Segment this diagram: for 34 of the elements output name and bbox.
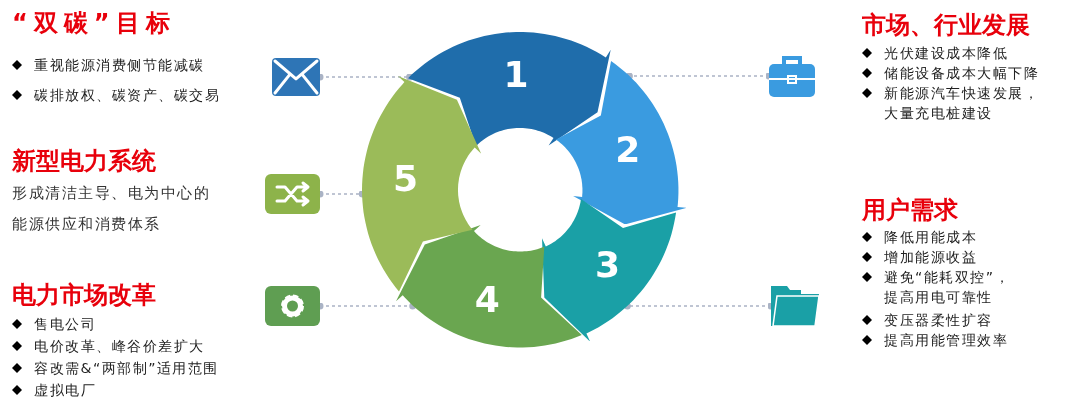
bullet-text: 碳排放权、碳资产、碳交易	[34, 86, 220, 105]
section-heading: 新型电力系统	[12, 146, 156, 176]
bullet-text: 容改需&“两部制”适用范围	[34, 359, 219, 378]
bullet-text: 提高用能管理效率	[884, 331, 1008, 350]
step-number: 3	[594, 244, 620, 285]
bullet-text: 电价改革、峰谷价差扩大	[34, 337, 205, 356]
bullet-text: 储能设备成本大幅下降	[884, 64, 1039, 83]
step-number: 1	[503, 55, 529, 96]
envelope-icon	[272, 58, 320, 96]
section-heading: 市场、行业发展	[862, 10, 1030, 40]
bullet-text: 增加能源收益	[884, 248, 977, 267]
section-heading: 用户需求	[862, 195, 958, 225]
bullet-text: 变压器柔性扩容	[884, 311, 993, 330]
bullet-text: 售电公司	[34, 315, 96, 334]
description-text: 形成清洁主导、电为中心的能源供应和消费体系	[12, 184, 211, 234]
bullet-text: 虚拟电厂	[34, 381, 96, 400]
cycle-arrow-segment	[542, 198, 677, 342]
step-number: 5	[393, 158, 419, 199]
bullet-text: 重视能源消费侧节能减碳	[34, 56, 205, 75]
cycle-arrow-segment	[395, 225, 582, 348]
bullet-text: 避免“能耗双控”，提高用电可靠性	[884, 268, 1011, 307]
bullet-text: 降低用能成本	[884, 228, 977, 247]
step-number: 2	[615, 129, 641, 170]
gear-icon	[265, 286, 320, 326]
folder-icon	[771, 286, 819, 326]
cycle-arrow-segment	[408, 32, 611, 147]
section-heading: 电力市场改革	[12, 280, 156, 310]
briefcase-icon	[769, 55, 815, 97]
bullet-text: 光伏建设成本降低	[884, 44, 1008, 63]
bullet-text: 新能源汽车快速发展，大量充电桩建设	[884, 84, 1040, 123]
cycle-arrow-segment	[555, 60, 687, 224]
shuffle-icon	[265, 174, 320, 214]
step-number: 4	[474, 280, 500, 321]
section-heading: “双碳”目标	[12, 8, 176, 38]
